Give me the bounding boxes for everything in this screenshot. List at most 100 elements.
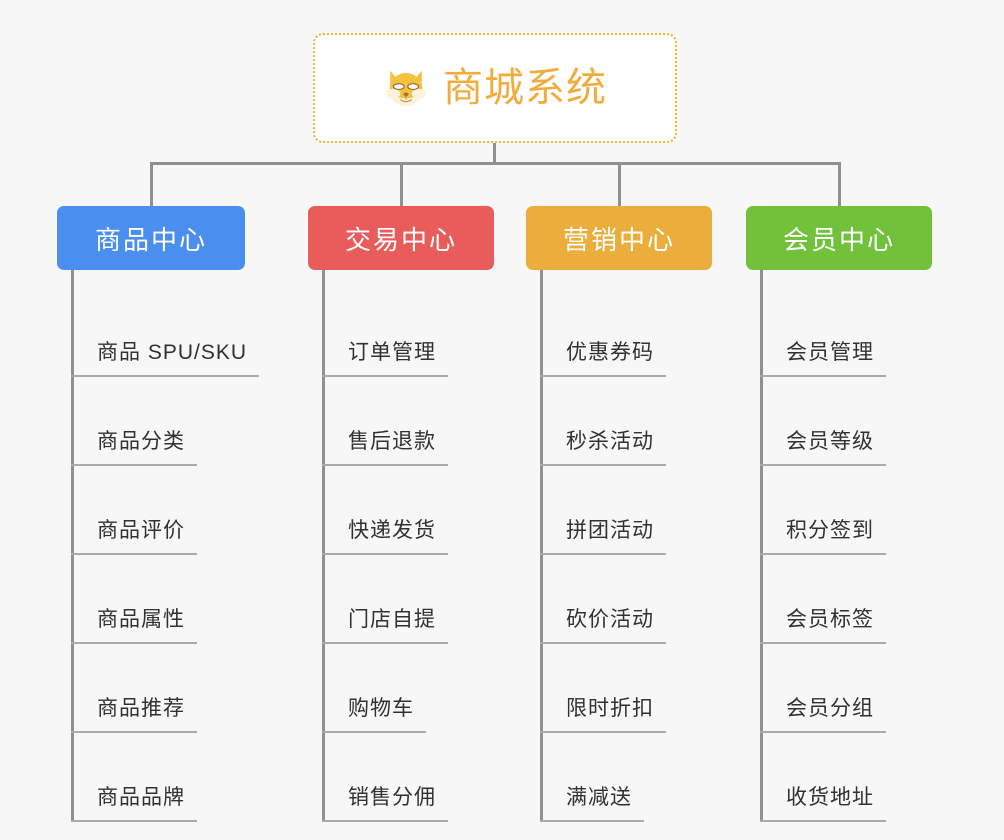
leaf-spine [322,270,325,822]
list-item[interactable]: 积分签到 [760,466,932,555]
list-item[interactable]: 优惠券码 [540,288,712,377]
leaf-underline [322,731,426,733]
list-item[interactable]: 快递发货 [322,466,494,555]
leaf-underline [540,375,666,377]
list-item[interactable]: 会员管理 [760,288,932,377]
list-item[interactable]: 商品推荐 [71,644,245,733]
leaf-label: 砍价活动 [566,608,654,631]
category-label: 会员中心 [782,224,895,255]
category-header-trade[interactable]: 交易中心 [308,206,494,270]
list-item[interactable]: 会员分组 [760,644,932,733]
list-item[interactable]: 售后退款 [322,377,494,466]
list-item[interactable]: 会员标签 [760,555,932,644]
list-item[interactable]: 商品属性 [71,555,245,644]
connector-horizontal-bus [150,162,841,165]
leaf-underline [540,553,666,555]
leaf-label: 限时折扣 [566,697,654,720]
leaf-underline [71,731,197,733]
list-item[interactable]: 砍价活动 [540,555,712,644]
list-item[interactable]: 会员等级 [760,377,932,466]
category-header-marketing[interactable]: 营销中心 [526,206,712,270]
root-node[interactable]: 商城系统 [313,33,677,143]
leaf-label: 秒杀活动 [566,430,654,453]
list-item[interactable]: 满减送 [540,733,712,822]
leaf-underline [540,464,666,466]
leaf-underline [322,642,448,644]
leaf-label: 商品分类 [97,430,185,453]
leaf-underline [71,820,197,822]
leaf-label: 会员分组 [786,697,874,720]
leaf-label: 优惠券码 [566,341,654,364]
leaf-underline [322,375,448,377]
leaf-underline [322,464,448,466]
leaf-underline [71,553,197,555]
category-column-trade: 交易中心 订单管理 售后退款 快递发货 门店自提 [308,206,494,822]
leaf-underline [760,820,886,822]
leaf-spine [540,270,543,822]
category-label: 商品中心 [94,224,207,255]
leaf-label: 门店自提 [348,608,436,631]
leaf-label: 会员等级 [786,430,874,453]
list-item[interactable]: 收货地址 [760,733,932,822]
connector-drop-2 [400,162,403,206]
leaf-underline [760,464,886,466]
list-item[interactable]: 订单管理 [322,288,494,377]
leaf-underline [760,375,886,377]
connector-drop-4 [838,162,841,206]
leaf-underline [322,553,448,555]
leaf-underline [71,375,260,377]
list-item[interactable]: 购物车 [322,644,494,733]
root-title: 商城系统 [443,66,607,110]
leaf-label: 拼团活动 [566,519,654,542]
connector-drop-3 [618,162,621,206]
leaf-underline [760,553,886,555]
leaf-underline [540,642,666,644]
leaf-label: 收货地址 [786,786,874,809]
leaf-list-marketing: 优惠券码 秒杀活动 拼团活动 砍价活动 限时折扣 [526,270,712,822]
leaf-underline [322,820,448,822]
category-header-product[interactable]: 商品中心 [57,206,245,270]
category-label: 交易中心 [344,224,457,255]
leaf-list-trade: 订单管理 售后退款 快递发货 门店自提 购物车 [308,270,494,822]
leaf-underline [760,642,886,644]
leaf-label: 会员标签 [786,608,874,631]
leaf-label: 会员管理 [786,341,874,364]
leaf-label: 商品 SPU/SKU [97,341,248,364]
leaf-spine [760,270,763,822]
list-item[interactable]: 商品品牌 [71,733,245,822]
category-label: 营销中心 [562,224,675,255]
leaf-underline [540,731,666,733]
category-column-member: 会员中心 会员管理 会员等级 积分签到 会员标签 [746,206,932,822]
leaf-label: 订单管理 [348,341,436,364]
leaf-underline [71,642,197,644]
leaf-label: 销售分佣 [348,786,436,809]
list-item[interactable]: 商品评价 [71,466,245,555]
list-item[interactable]: 商品分类 [71,377,245,466]
category-column-marketing: 营销中心 优惠券码 秒杀活动 拼团活动 砍价活动 [526,206,712,822]
category-header-member[interactable]: 会员中心 [746,206,932,270]
list-item[interactable]: 销售分佣 [322,733,494,822]
leaf-label: 商品属性 [97,608,185,631]
dog-face-emoji [385,70,427,106]
list-item[interactable]: 秒杀活动 [540,377,712,466]
list-item[interactable]: 限时折扣 [540,644,712,733]
leaf-underline [540,820,644,822]
leaf-label: 购物车 [348,697,414,720]
leaf-label: 商品评价 [97,519,185,542]
leaf-underline [71,464,197,466]
leaf-label: 商品品牌 [97,786,185,809]
list-item[interactable]: 拼团活动 [540,466,712,555]
leaf-label: 积分签到 [786,519,874,542]
list-item[interactable]: 商品 SPU/SKU [71,288,260,377]
leaf-label: 售后退款 [348,430,436,453]
leaf-list-product: 商品 SPU/SKU 商品分类 商品评价 商品属性 商品推荐 [57,270,260,822]
leaf-label: 快递发货 [348,519,436,542]
list-item[interactable]: 门店自提 [322,555,494,644]
category-column-product: 商品中心 商品 SPU/SKU 商品分类 商品评价 商品属性 [57,206,260,822]
connector-root-stem [493,143,496,164]
leaf-label: 商品推荐 [97,697,185,720]
leaf-underline [760,731,886,733]
connector-drop-1 [150,162,153,206]
leaf-label: 满减送 [566,786,632,809]
